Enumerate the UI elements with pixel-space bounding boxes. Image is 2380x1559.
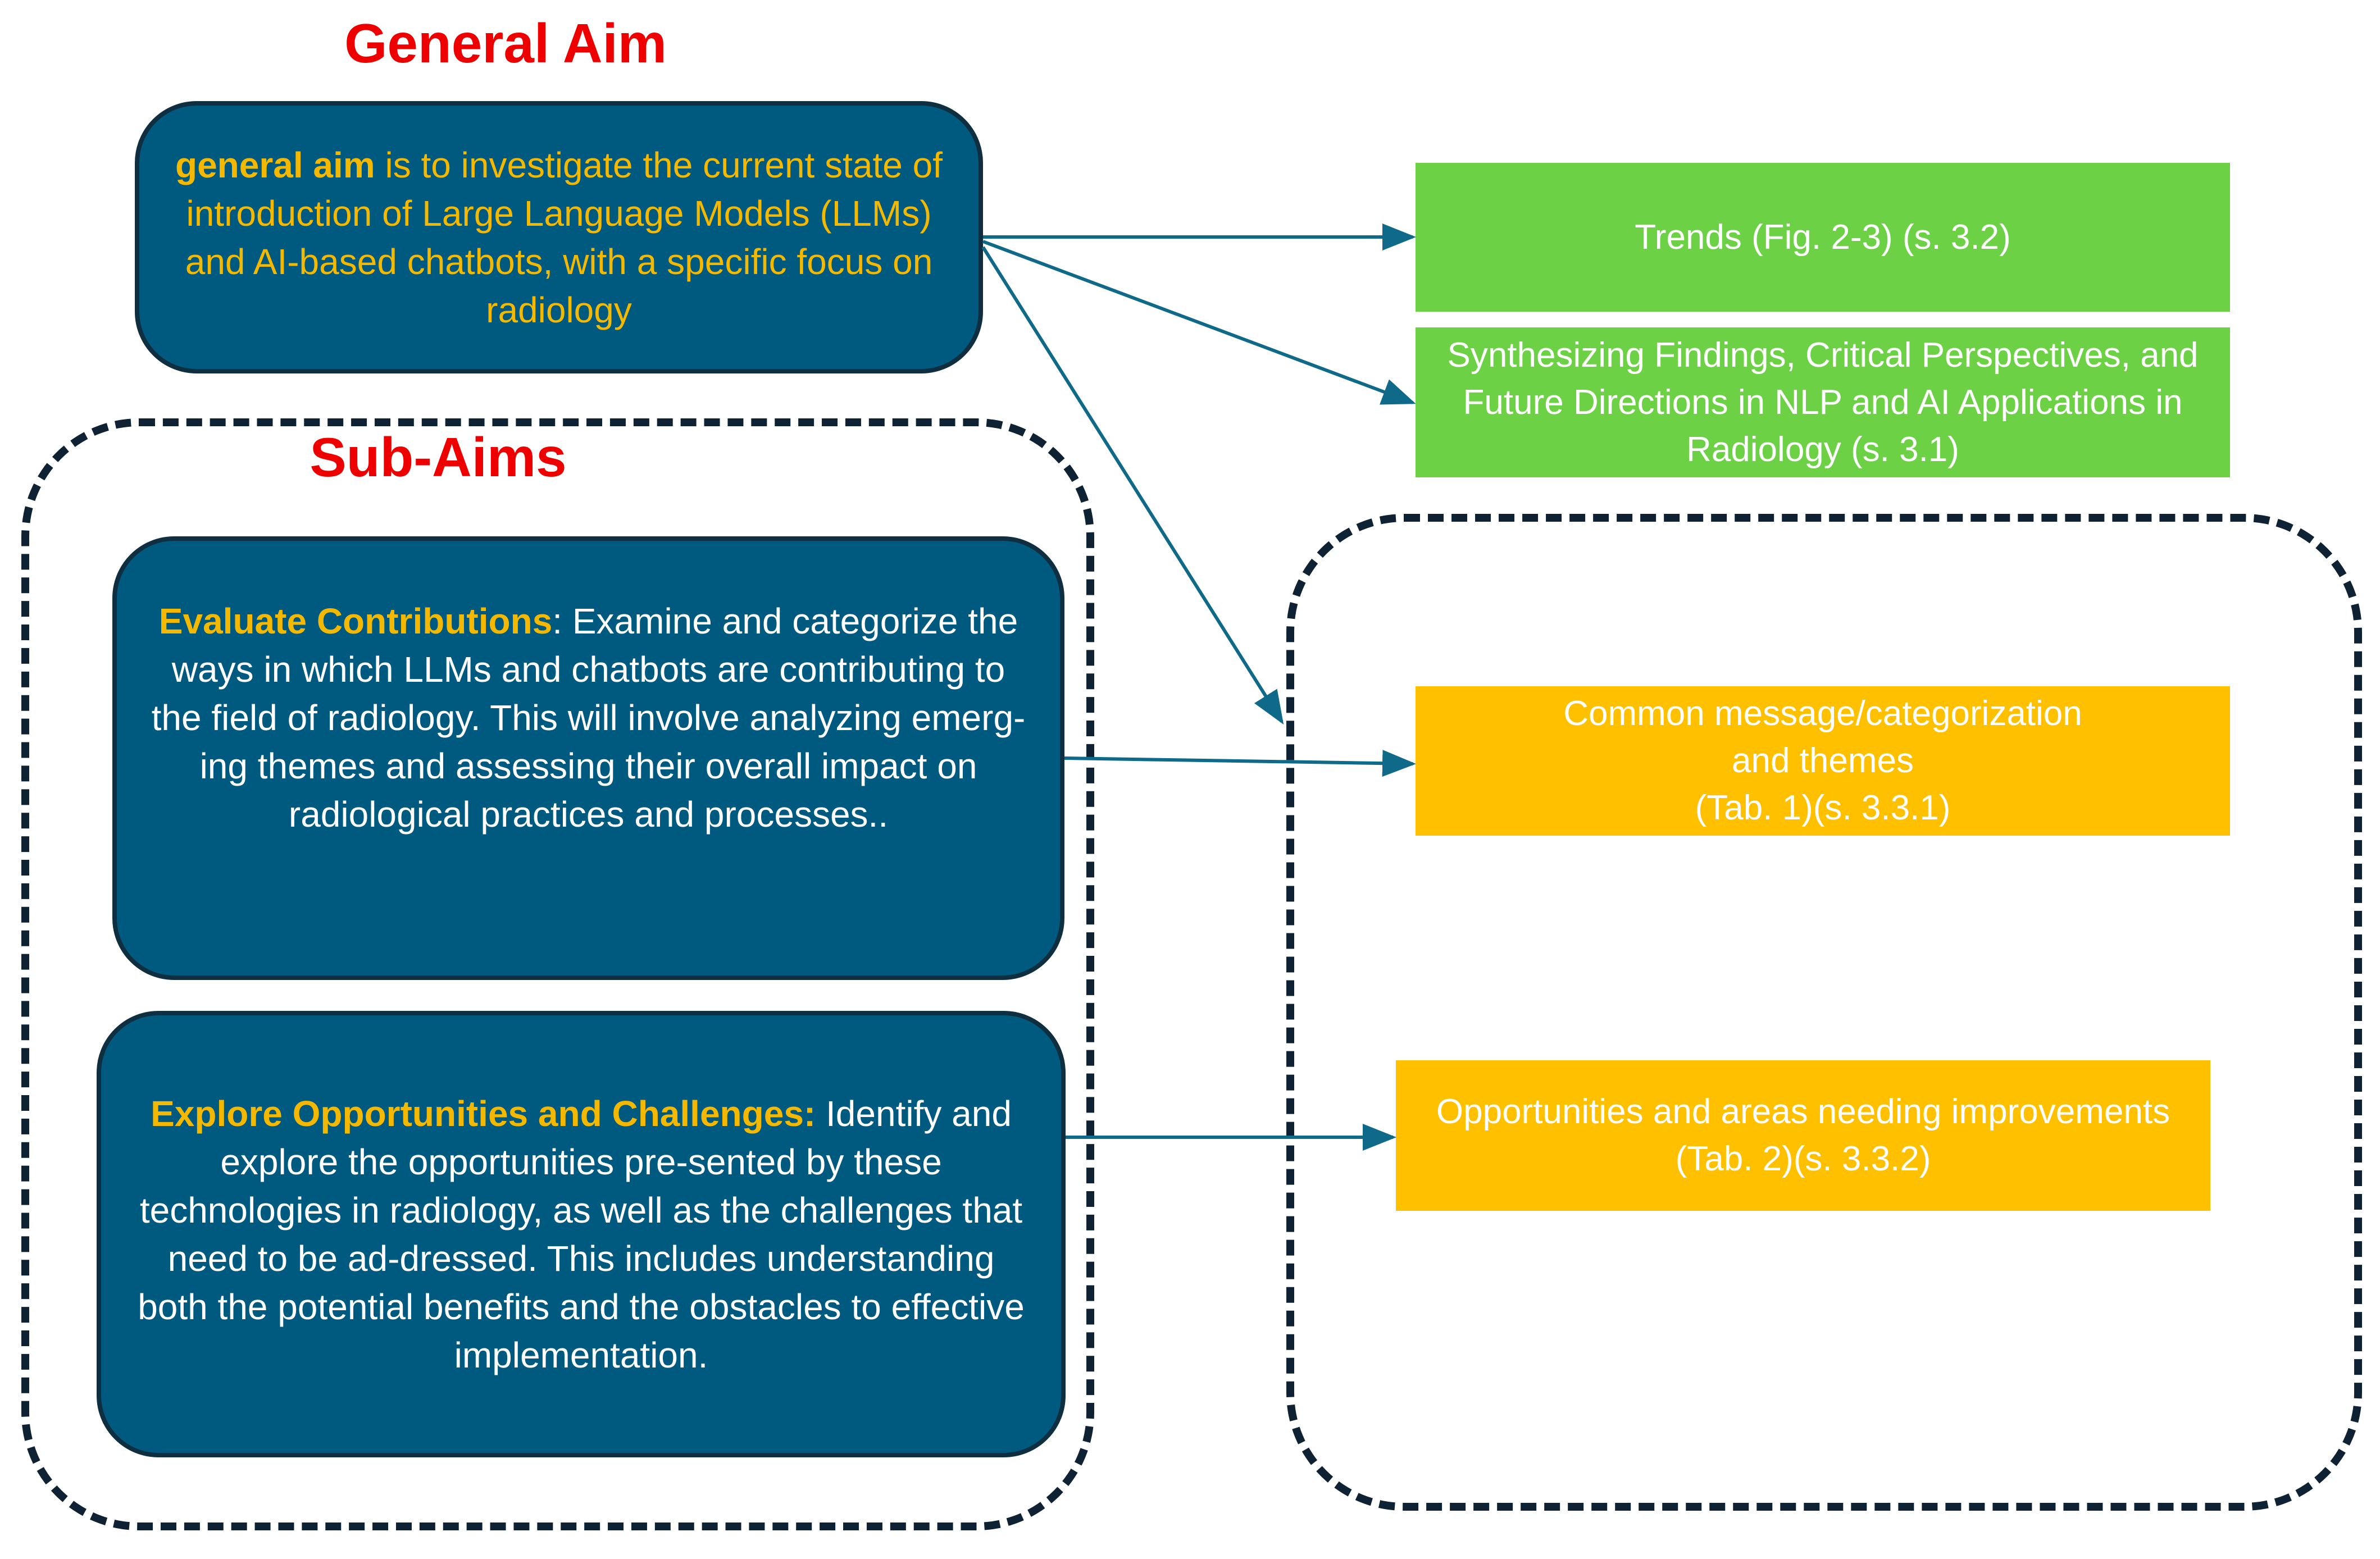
sub-aims-container [21, 418, 1094, 1530]
general-aim-box: general aim is to investigate the curren… [135, 101, 983, 373]
trends-box: Trends (Fig. 2-3) (s. 3.2) [1416, 163, 2230, 312]
evaluate-contributions-text: : Examine and categorize the ways in whi… [151, 601, 1026, 835]
opportunities-box: Opportunities and areas needing improvem… [1396, 1060, 2210, 1211]
arrow-to-synthesizing [982, 240, 1416, 405]
general-aim-text: is to investigate the current state of i… [185, 144, 943, 330]
sub-aims-heading: Sub-Aims [310, 426, 567, 488]
common-message-line-3: (Tab. 1)(s. 3.3.1) [1695, 788, 1951, 827]
synthesizing-box: Synthesizing Findings, Critical Perspect… [1416, 327, 2230, 477]
trends-label: Trends (Fig. 2-3) (s. 3.2) [1635, 217, 2011, 257]
synthesizing-label: Synthesizing Findings, Critical Perspect… [1447, 335, 2199, 469]
common-message-box: Common message/categorization and themes… [1416, 686, 2230, 836]
opportunities-label: Opportunities and areas needing improvem… [1436, 1092, 2170, 1178]
general-aim-highlight: general aim [175, 144, 375, 185]
explore-opportunities-text: Identify and explore the opportunities p… [138, 1093, 1025, 1375]
explore-opportunities-box: Explore Opportunities and Challenges: Id… [97, 1011, 1066, 1457]
general-aim-heading: General Aim [344, 12, 667, 74]
arrow-to-common-message [1064, 750, 1416, 777]
explore-opportunities-highlight: Explore Opportunities and Challenges: [151, 1093, 816, 1134]
common-message-line-1: Common message/categorization [1563, 694, 2082, 733]
evaluate-contributions-box: Evaluate Contributions: Examine and cate… [112, 536, 1064, 980]
common-message-line-2: and themes [1732, 741, 1914, 780]
evaluate-contributions-highlight: Evaluate Contributions [158, 601, 553, 641]
arrow-to-outputs-container [981, 246, 1284, 725]
